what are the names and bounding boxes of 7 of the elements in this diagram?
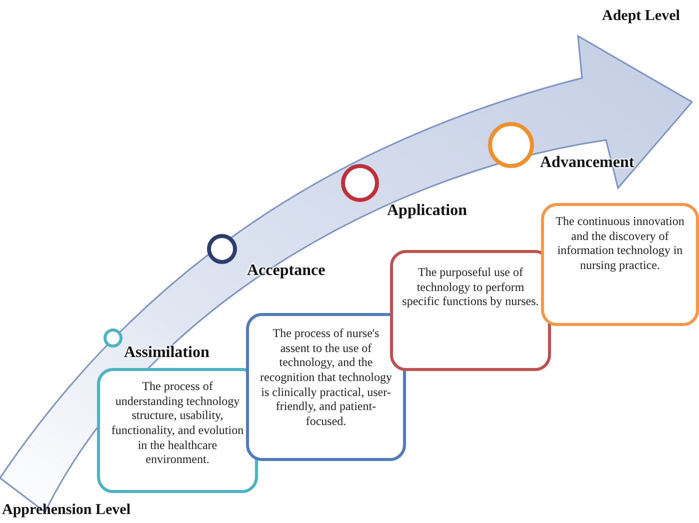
description-text: The process of nurse's assent to the use of technology, and the recognition that technology is clinically practical, user-friendly, and patient-focused.: [259, 326, 393, 428]
stage-heading: Application: [387, 202, 468, 220]
description-text: The purposeful use of technology to perform specific functions by nurses.: [401, 265, 540, 309]
description-text: The continuous innovation and the discovery of information technology in nursing practice.: [554, 214, 686, 272]
description-text: The process of understanding technology structure, usability, functionality, and evolution in the healthcare environment.: [110, 379, 245, 467]
level-label: Apprehension Level: [2, 502, 130, 519]
level-label: Adept Level: [602, 8, 680, 25]
